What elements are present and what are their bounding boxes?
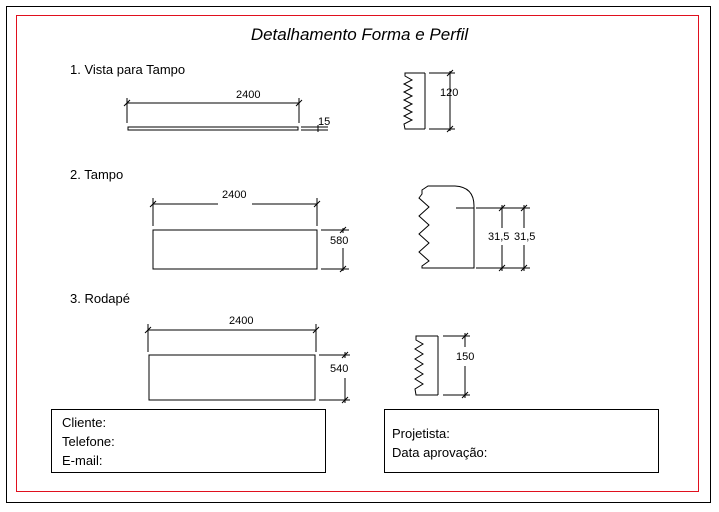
client-label: Cliente:	[62, 415, 107, 430]
outer-frame	[6, 6, 711, 503]
designer-info-box: Projetista: Data aprovação:	[384, 409, 659, 473]
dim-rodape-profile-height: 150	[456, 351, 474, 363]
rodape-profile	[414, 332, 470, 399]
section-title-tampo: 2. Tampo	[70, 167, 124, 182]
page-title: Detalhamento Forma e Perfil	[250, 25, 469, 44]
section-title-vista-para-tampo: 1. Vista para Tampo	[70, 62, 186, 77]
inner-frame	[16, 15, 699, 492]
dim-vista-length: 2400	[236, 89, 260, 101]
designer-label: Projetista:	[392, 426, 450, 441]
client-info-box: Cliente: Telefone: E-mail:	[51, 409, 326, 473]
dim-tampo-profile-2: 31,5	[514, 231, 535, 243]
section-title-rodape: 3. Rodapé	[70, 291, 130, 306]
dim-rodape-length: 2400	[229, 315, 253, 327]
email-label: E-mail:	[62, 453, 103, 468]
vista-strip	[127, 126, 299, 131]
dim-rodape-width: 540	[330, 363, 348, 375]
tampo-plan	[149, 198, 349, 273]
rodape-plan	[144, 324, 350, 404]
rodape-rect	[148, 354, 316, 401]
tampo-rect	[152, 229, 318, 270]
phone-label: Telefone:	[62, 434, 115, 449]
vista-para-tampo-plan	[123, 98, 328, 132]
dim-tampo-profile-1: 31,5	[488, 231, 509, 243]
approval-date-label: Data aprovação:	[392, 445, 488, 460]
tampo-profile	[418, 185, 530, 272]
dim-tampo-length: 2400	[222, 189, 246, 201]
dim-vista-profile-height: 120	[440, 87, 458, 99]
vista-para-tampo-profile	[402, 69, 455, 133]
dim-vista-thickness: 15	[318, 116, 330, 128]
dim-tampo-width: 580	[330, 235, 348, 247]
